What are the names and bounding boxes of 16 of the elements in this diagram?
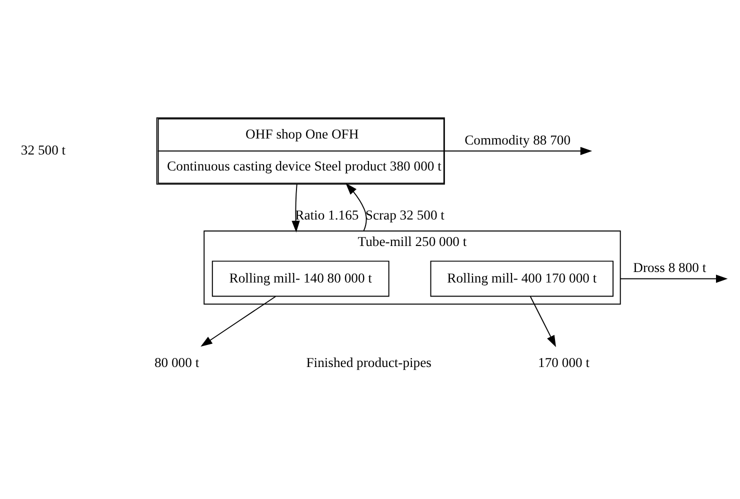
edge-label: Dross 8 800 t [633, 260, 706, 276]
node-text: 170 000 t [538, 355, 590, 370]
node-text: 80 000 t [154, 355, 200, 370]
arrow [530, 296, 556, 348]
arrow [292, 184, 300, 232]
arrow [346, 183, 367, 232]
node-box: Rolling mill- 400 170 000 t [430, 260, 614, 297]
edge-label: Scrap 32 500 t [365, 207, 444, 222]
arrow [200, 296, 276, 347]
edge-label: Commodity 88 700 [464, 132, 571, 148]
node-box: Rolling mill- 140 80 000 t [212, 260, 390, 297]
edge-label: Ratio 1.165 [295, 207, 359, 222]
label: 32 500 t [20, 142, 66, 158]
arrow [620, 274, 728, 283]
arrow [444, 146, 592, 156]
label: Finished product-pipes [306, 355, 432, 370]
